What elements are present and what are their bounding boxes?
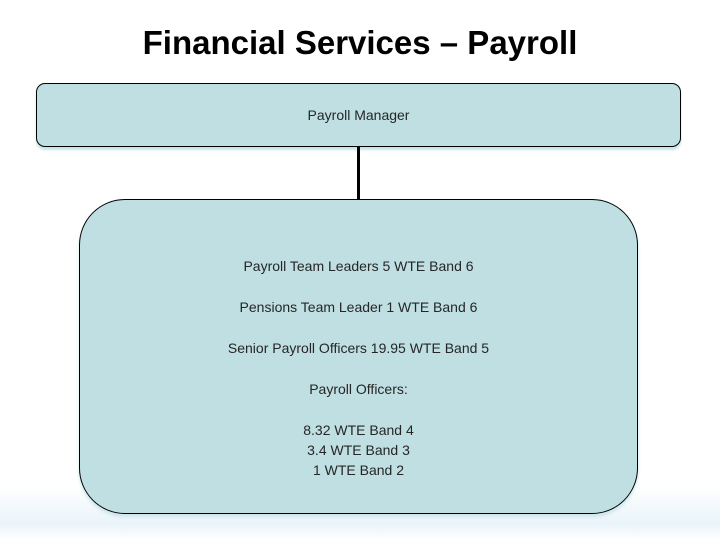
org-connector-line bbox=[357, 147, 360, 199]
team-box-line-band-2: 1 WTE Band 2 bbox=[312, 462, 405, 478]
team-box-line-band-4: 8.32 WTE Band 4 bbox=[303, 422, 414, 438]
slide-title: Financial Services – Payroll bbox=[142, 24, 578, 61]
team-box-line-pensions-team-leader: Pensions Team Leader 1 WTE Band 6 bbox=[239, 299, 478, 315]
team-box-line-senior-payroll-officers: Senior Payroll Officers 19.95 WTE Band 5 bbox=[227, 340, 490, 356]
team-box-line-payroll-team-leaders: Payroll Team Leaders 5 WTE Band 6 bbox=[243, 258, 474, 274]
team-box-line-band-3: 3.4 WTE Band 3 bbox=[307, 442, 410, 458]
payroll-manager-box: Payroll Manager bbox=[36, 83, 681, 147]
team-box-line-payroll-officers-heading: Payroll Officers: bbox=[309, 381, 408, 397]
payroll-manager-label: Payroll Manager bbox=[307, 107, 410, 123]
payroll-team-box: Payroll Team Leaders 5 WTE Band 6 Pensio… bbox=[79, 199, 638, 514]
